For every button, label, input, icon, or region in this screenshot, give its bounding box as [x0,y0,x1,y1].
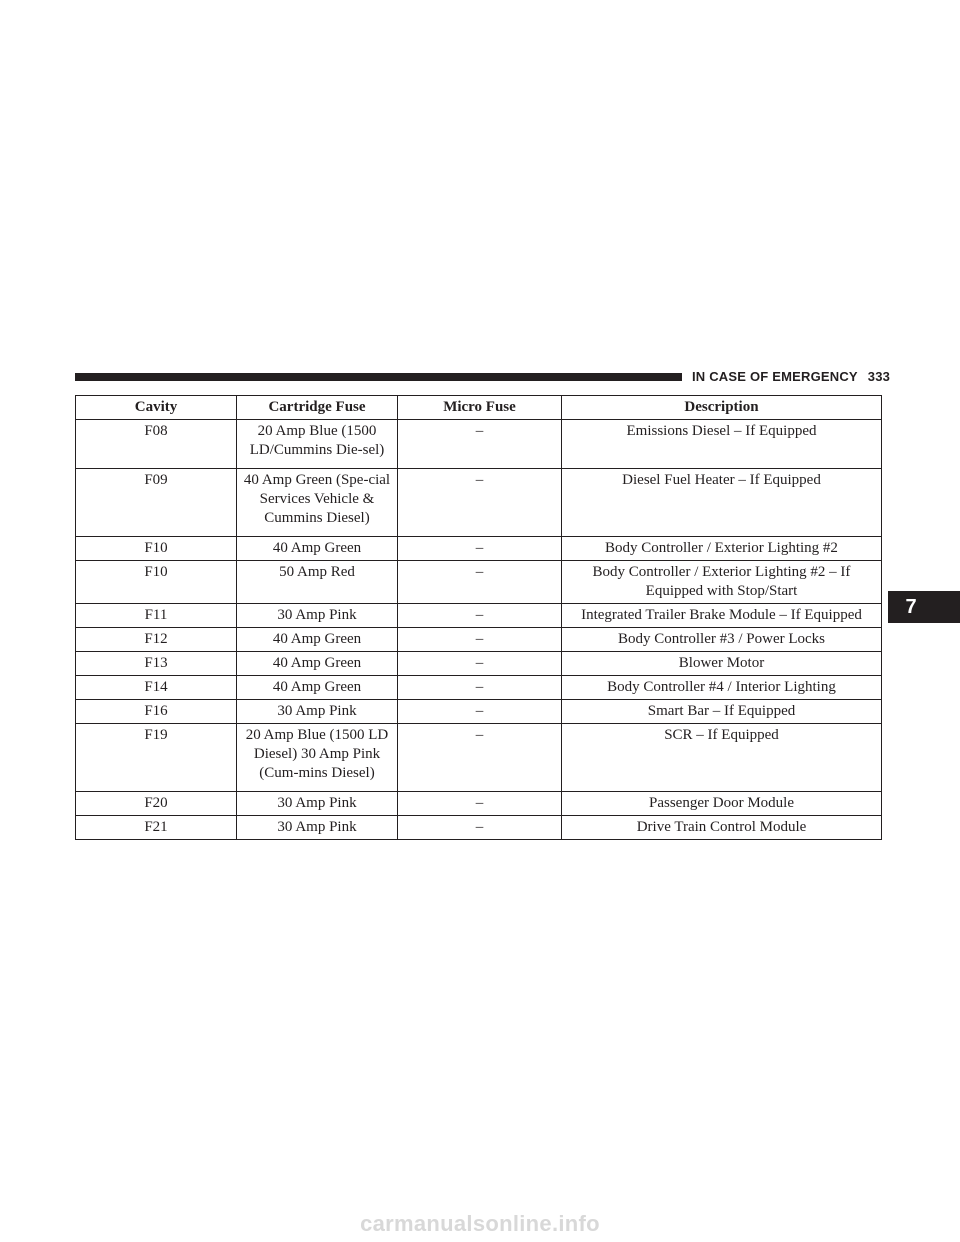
cartridge-fuse-cell: 40 Amp Green (Spe-cial Services Vehicle … [236,468,398,537]
table-row: F21 30 Amp Pink – Drive Train Control Mo… [75,815,882,840]
cartridge-fuse-cell: 50 Amp Red [236,560,398,604]
table-row: F12 40 Amp Green – Body Controller #3 / … [75,627,882,652]
micro-fuse-cell: – [397,723,562,792]
table-row: F09 40 Amp Green (Spe-cial Services Vehi… [75,468,882,537]
cartridge-fuse-cell: 20 Amp Blue (1500 LD Diesel) 30 Amp Pink… [236,723,398,792]
description-cell: Integrated Trailer Brake Module – If Equ… [561,603,882,628]
watermark: carmanualsonline.info [360,1211,600,1236]
table-row: F10 40 Amp Green – Body Controller / Ext… [75,536,882,561]
table-row: F14 40 Amp Green – Body Controller #4 / … [75,675,882,700]
description-cell: Body Controller #3 / Power Locks [561,627,882,652]
micro-fuse-cell: – [397,791,562,816]
cavity-cell: F20 [75,791,237,816]
description-cell: Passenger Door Module [561,791,882,816]
micro-fuse-cell: – [397,560,562,604]
table-row: F11 30 Amp Pink – Integrated Trailer Bra… [75,603,882,628]
description-cell: Body Controller / Exterior Lighting #2 –… [561,560,882,604]
table-row: F20 30 Amp Pink – Passenger Door Module [75,791,882,816]
description-cell: Drive Train Control Module [561,815,882,840]
section-title: IN CASE OF EMERGENCY [692,369,858,384]
column-header: Cartridge Fuse [236,395,398,420]
cavity-cell: F11 [75,603,237,628]
header-rule [75,373,682,381]
cavity-cell: F10 [75,536,237,561]
cartridge-fuse-cell: 30 Amp Pink [236,603,398,628]
table-row: F08 20 Amp Blue (1500 LD/Cummins Die-sel… [75,419,882,469]
cartridge-fuse-cell: 20 Amp Blue (1500 LD/Cummins Die-sel) [236,419,398,469]
description-cell: Blower Motor [561,651,882,676]
table-row: F19 20 Amp Blue (1500 LD Diesel) 30 Amp … [75,723,882,792]
micro-fuse-cell: – [397,651,562,676]
cartridge-fuse-cell: 40 Amp Green [236,675,398,700]
cavity-cell: F19 [75,723,237,792]
cavity-cell: F08 [75,419,237,469]
micro-fuse-cell: – [397,627,562,652]
running-header: IN CASE OF EMERGENCY 333 [692,369,890,385]
description-cell: Body Controller #4 / Interior Lighting [561,675,882,700]
description-cell: Diesel Fuel Heater – If Equipped [561,468,882,537]
micro-fuse-cell: – [397,699,562,724]
column-header: Micro Fuse [397,395,562,420]
description-cell: Body Controller / Exterior Lighting #2 [561,536,882,561]
table-header-row: Cavity Cartridge Fuse Micro Fuse Descrip… [75,395,882,420]
micro-fuse-cell: – [397,536,562,561]
table-row: F13 40 Amp Green – Blower Motor [75,651,882,676]
cartridge-fuse-cell: 40 Amp Green [236,651,398,676]
description-cell: SCR – If Equipped [561,723,882,792]
table-row: F10 50 Amp Red – Body Controller / Exter… [75,560,882,604]
cartridge-fuse-cell: 30 Amp Pink [236,815,398,840]
cartridge-fuse-cell: 30 Amp Pink [236,699,398,724]
cartridge-fuse-cell: 40 Amp Green [236,536,398,561]
fuse-table: Cavity Cartridge Fuse Micro Fuse Descrip… [75,395,882,840]
micro-fuse-cell: – [397,419,562,469]
cartridge-fuse-cell: 30 Amp Pink [236,791,398,816]
column-header: Description [561,395,882,420]
table-row: F16 30 Amp Pink – Smart Bar – If Equippe… [75,699,882,724]
description-cell: Emissions Diesel – If Equipped [561,419,882,469]
cavity-cell: F10 [75,560,237,604]
micro-fuse-cell: – [397,815,562,840]
cavity-cell: F12 [75,627,237,652]
chapter-tab: 7 [888,591,960,623]
cartridge-fuse-cell: 40 Amp Green [236,627,398,652]
cavity-cell: F13 [75,651,237,676]
cavity-cell: F09 [75,468,237,537]
micro-fuse-cell: – [397,468,562,537]
micro-fuse-cell: – [397,675,562,700]
description-cell: Smart Bar – If Equipped [561,699,882,724]
cavity-cell: F21 [75,815,237,840]
micro-fuse-cell: – [397,603,562,628]
column-header: Cavity [75,395,237,420]
cavity-cell: F14 [75,675,237,700]
cavity-cell: F16 [75,699,237,724]
page-number: 333 [867,369,891,384]
